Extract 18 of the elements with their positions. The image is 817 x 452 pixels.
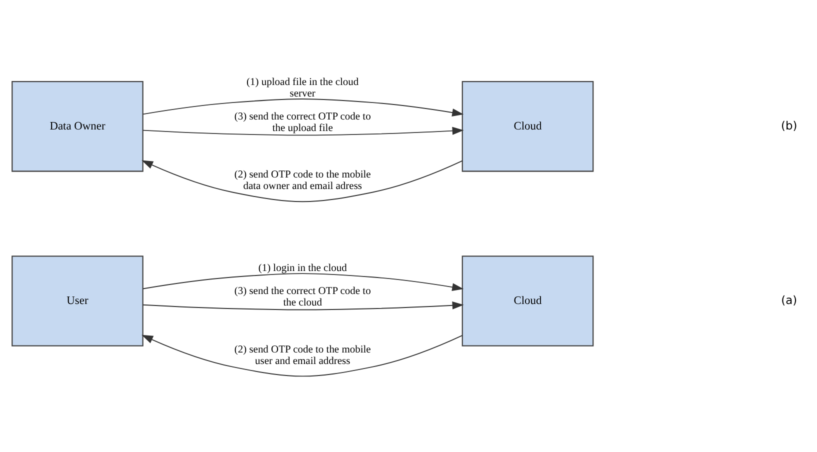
edge-label: (2) send OTP code to the mobile data owner and email adress: [234, 169, 371, 192]
edge-label: (3) send the correct OTP code to the upload file: [234, 111, 371, 134]
node-box: Cloud: [462, 255, 594, 346]
arrow: [142, 126, 464, 136]
label: (b): [781, 118, 798, 132]
edge-label: (2) send OTP code to the mobile user and email address: [234, 344, 371, 366]
arrow: [142, 334, 463, 376]
arrow: [142, 98, 464, 116]
label: (a): [781, 292, 798, 306]
node-box: Cloud: [462, 80, 594, 172]
arrow: [142, 272, 464, 291]
arrow: [142, 160, 463, 202]
edge-label: (3) send the correct OTP code to the cloud: [234, 286, 371, 308]
edge-label: (1) login in the cloud: [258, 262, 347, 274]
edge-label: (1) upload file in the cloud server: [246, 76, 359, 100]
node-box: Data Owner: [12, 80, 144, 172]
arrow: [142, 300, 464, 310]
node-box: User: [12, 255, 144, 346]
